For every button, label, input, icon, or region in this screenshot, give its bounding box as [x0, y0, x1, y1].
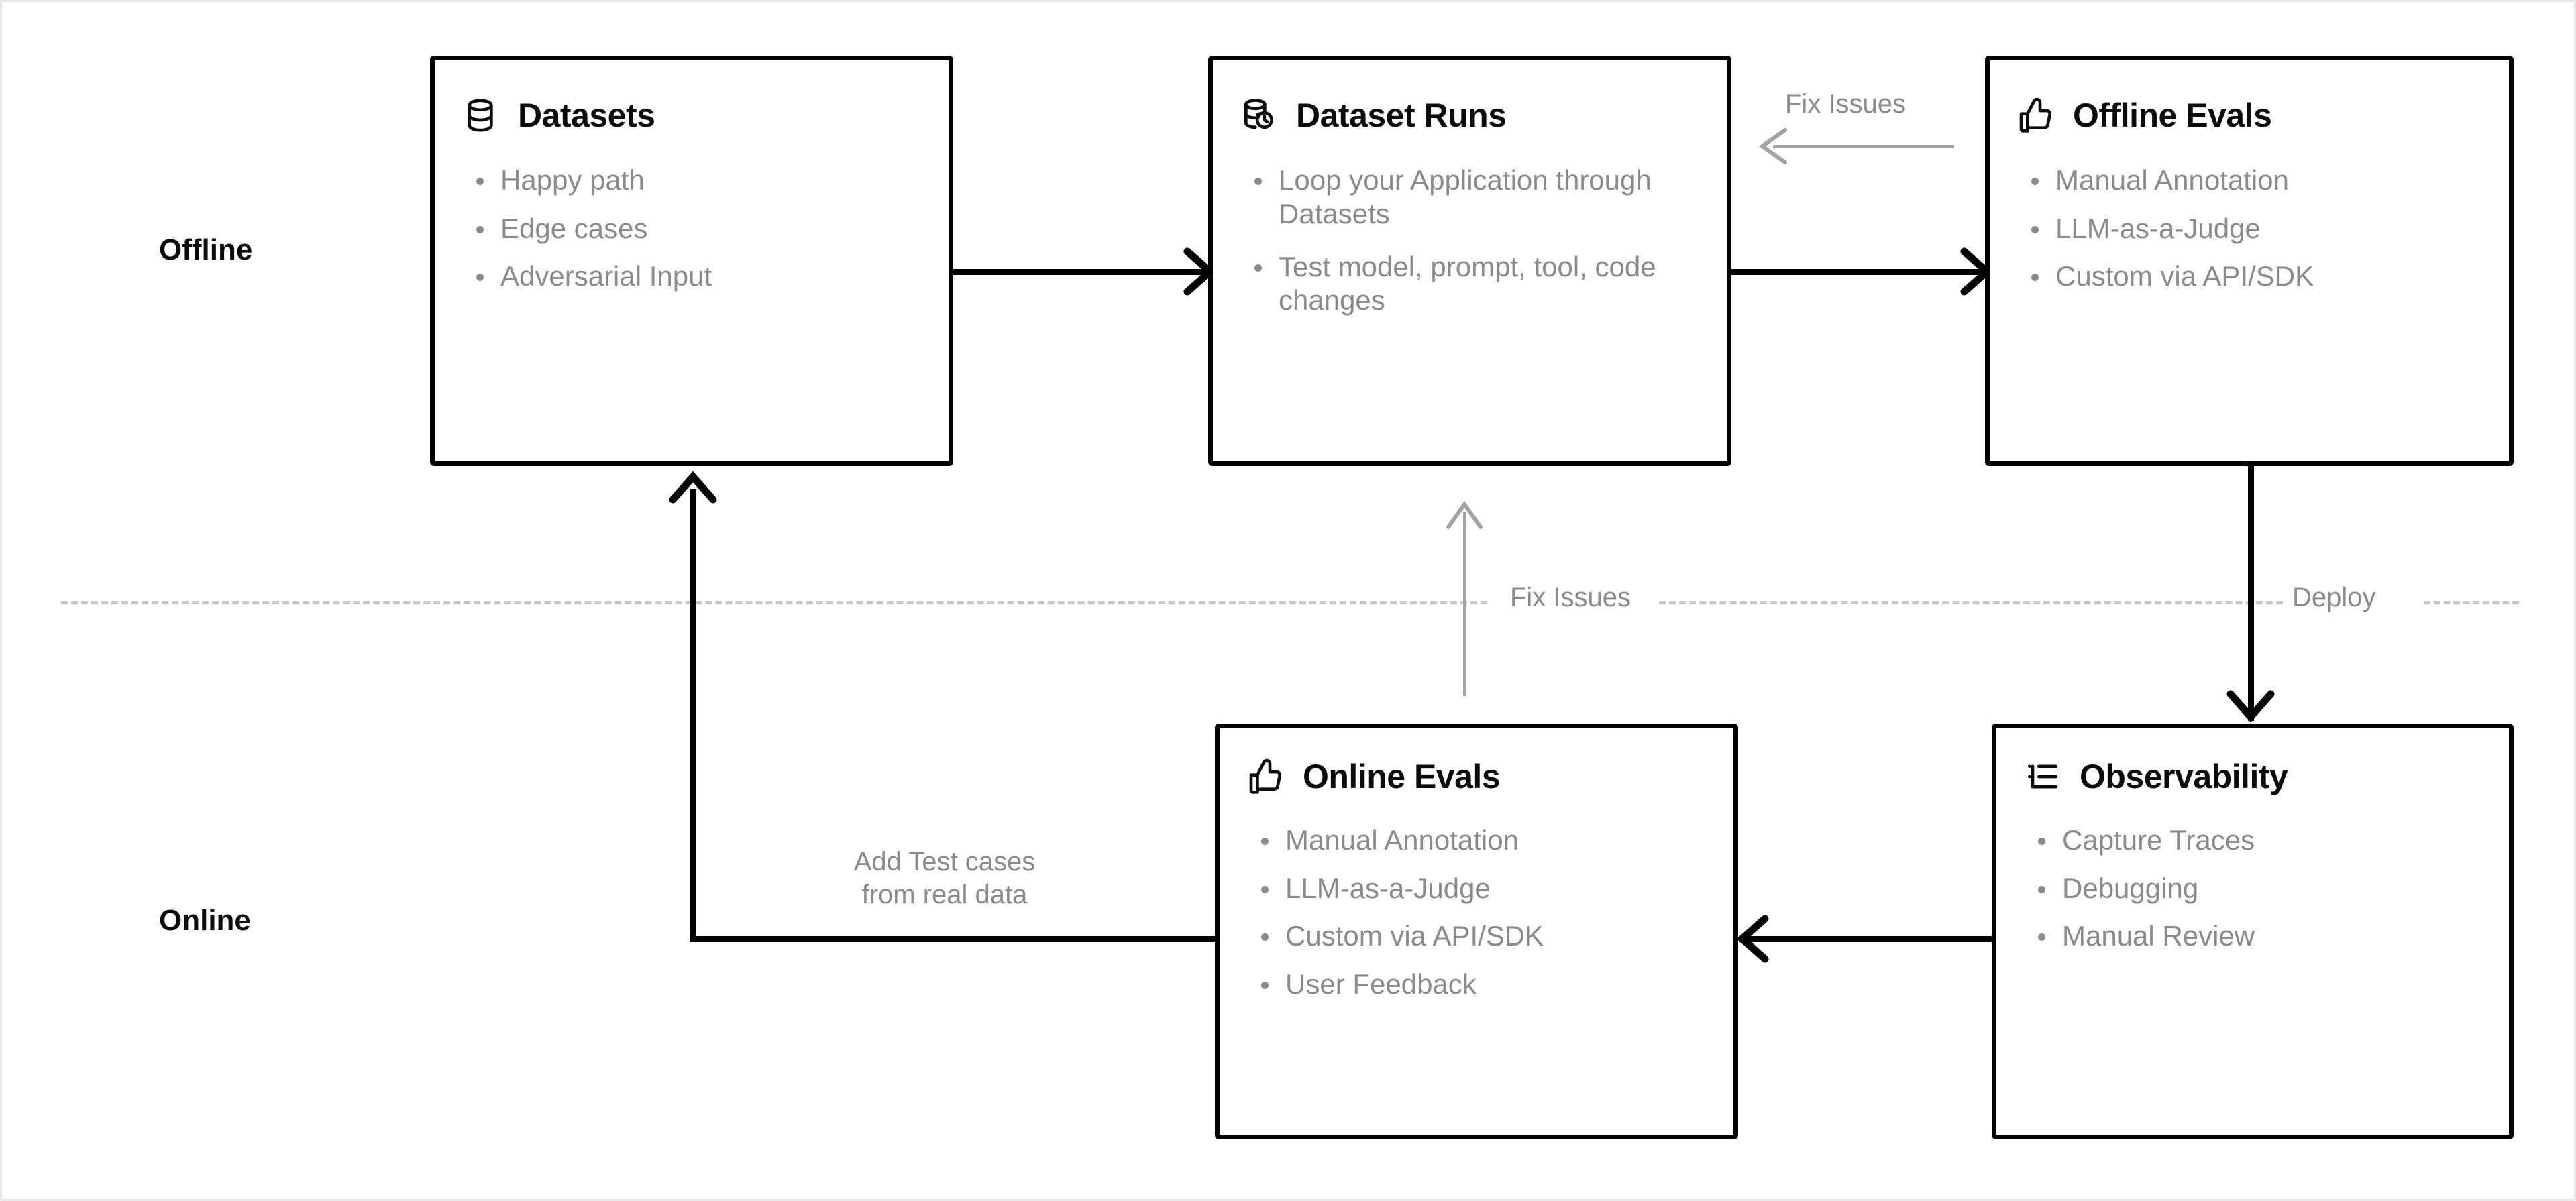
node-dataset-runs-bullets: Loop your Application through Datasets T… [1242, 164, 1695, 317]
list-item: Debugging [2026, 872, 2509, 905]
edge-datasets-to-dataset-runs [953, 269, 1208, 275]
node-online-evals-bullets: Manual Annotation LLM-as-a-Judge Custom … [1249, 823, 1733, 1000]
list-item: Adversarial Input [464, 260, 949, 293]
arrowhead-fix-issues-left [1753, 126, 1793, 166]
edge-label-fix-issues-top: Fix Issues [1785, 89, 1907, 119]
list-item: Custom via API/SDK [1249, 919, 1733, 953]
node-offline-evals-header: Offline Evals [2017, 97, 2509, 134]
arrowhead-fix-issues-up [1444, 495, 1485, 535]
thumbs-up-icon [2017, 97, 2054, 134]
edge-elbow-to-datasets [690, 489, 696, 939]
node-observability-title: Observability [2080, 757, 2288, 795]
node-online-evals-header: Online Evals [1246, 758, 1733, 795]
edge-online-evals-to-elbow [690, 936, 1215, 942]
arrowhead-online-evals-right [1733, 912, 1773, 966]
node-dataset-runs[interactable]: Dataset Runs Loop your Application throu… [1208, 56, 1731, 466]
add-test-cases-line-1: Add Test cases [853, 847, 1036, 876]
lane-divider-right [2424, 601, 2519, 604]
node-datasets-title: Datasets [518, 96, 655, 134]
node-datasets-header: Datasets [462, 97, 949, 134]
list-item: LLM-as-a-Judge [2019, 212, 2509, 245]
node-offline-evals-bullets: Manual Annotation LLM-as-a-Judge Custom … [2019, 164, 2509, 293]
list-tree-icon [2023, 758, 2061, 795]
edge-online-evals-fix-issues-line [1463, 512, 1466, 696]
thumbs-up-icon [1246, 758, 1284, 795]
arrowhead-datasets-bottom [666, 467, 720, 508]
node-observability-bullets: Capture Traces Debugging Manual Review [2026, 823, 2509, 953]
lane-label-online: Online [159, 904, 251, 937]
divider-label-fix-issues: Fix Issues [1501, 583, 1641, 613]
node-datasets[interactable]: Datasets Happy path Edge cases Adversari… [430, 56, 953, 466]
lane-divider-mid [1659, 601, 2283, 604]
add-test-cases-line-2: from real data [861, 879, 1028, 909]
node-observability-header: Observability [2023, 758, 2509, 795]
arrowhead-observability-top [2224, 686, 2277, 726]
node-dataset-runs-title: Dataset Runs [1296, 96, 1507, 134]
edge-offline-evals-fix-issues-line [1773, 145, 1954, 148]
list-item: Custom via API/SDK [2019, 260, 2509, 293]
divider-label-deploy: Deploy [2283, 583, 2385, 613]
list-item: Loop your Application through Datasets [1242, 164, 1695, 230]
edge-observability-to-online-evals [1739, 936, 1994, 942]
edge-dataset-runs-to-offline-evals [1730, 269, 1985, 275]
node-offline-evals[interactable]: Offline Evals Manual Annotation LLM-as-a… [1985, 56, 2514, 466]
database-refresh-icon [1240, 97, 1277, 134]
list-item: LLM-as-a-Judge [1249, 872, 1733, 905]
list-item: Test model, prompt, tool, code changes [1242, 250, 1695, 317]
list-item: Manual Annotation [1249, 823, 1733, 857]
node-observability[interactable]: Observability Capture Traces Debugging M… [1992, 724, 2514, 1139]
edge-offline-evals-to-observability [2248, 466, 2254, 721]
node-online-evals[interactable]: Online Evals Manual Annotation LLM-as-a-… [1215, 724, 1738, 1139]
node-offline-evals-title: Offline Evals [2073, 96, 2272, 134]
list-item: Edge cases [464, 212, 949, 245]
list-item: Manual Annotation [2019, 164, 2509, 197]
list-item: Manual Review [2026, 919, 2509, 953]
list-item: Happy path [464, 164, 949, 197]
database-icon [462, 97, 499, 134]
node-dataset-runs-header: Dataset Runs [1240, 97, 1727, 134]
lane-label-offline: Offline [159, 233, 253, 266]
list-item: Capture Traces [2026, 823, 2509, 857]
node-datasets-bullets: Happy path Edge cases Adversarial Input [464, 164, 949, 293]
list-item: User Feedback [1249, 968, 1733, 1001]
edge-label-add-test-cases: Add Test cases from real data [817, 846, 1072, 911]
node-online-evals-title: Online Evals [1303, 757, 1501, 795]
lane-divider-left [61, 601, 1487, 604]
